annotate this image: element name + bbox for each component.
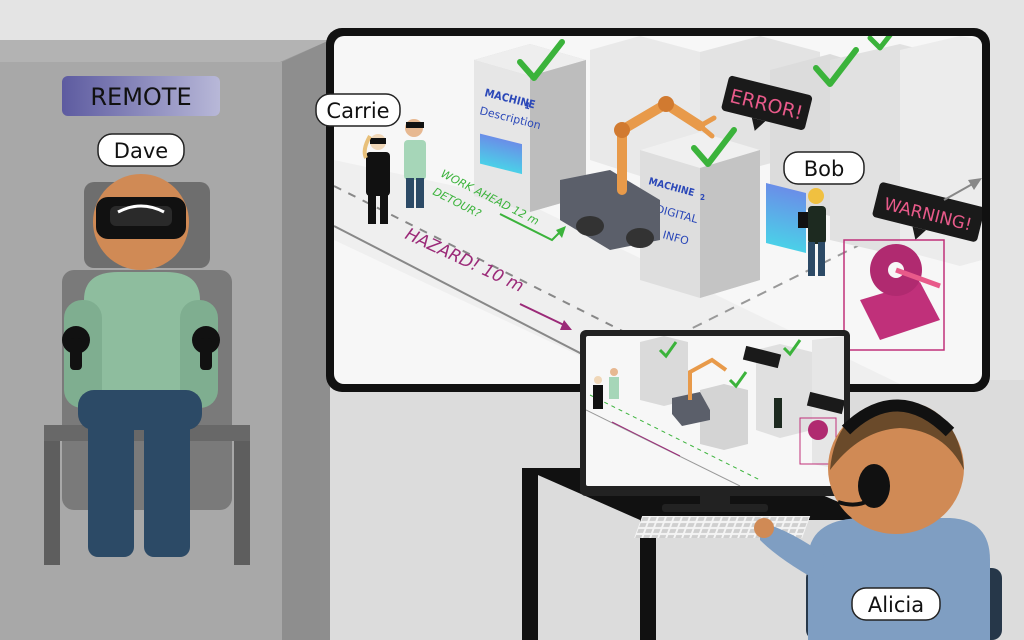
bob-label: Bob — [804, 157, 845, 181]
carrie-bubble: Carrie — [315, 93, 401, 127]
hazard-arrow-icon — [519, 303, 567, 327]
dave-label: Dave — [114, 139, 168, 163]
conveyor-robot — [560, 96, 717, 250]
remote-badge: REMOTE — [62, 76, 220, 116]
floor-lane — [334, 160, 900, 384]
check-icon — [813, 47, 859, 87]
machine-2: MACHINE 2 DIGITAL INFO — [640, 132, 760, 298]
alicia-figure — [754, 399, 1002, 640]
bob-bubble: Bob — [783, 151, 865, 185]
carrie-label: Carrie — [326, 99, 389, 123]
direction-arrow-icon — [943, 181, 977, 201]
saw-hazard-icon — [843, 239, 945, 351]
machine-2-number: 2 — [700, 193, 705, 202]
check-icon — [691, 127, 737, 167]
check-icon — [867, 36, 897, 51]
remote-booth-top — [0, 40, 330, 62]
dave-bubble: Dave — [97, 133, 185, 167]
bob-figure — [766, 182, 826, 276]
alicia-bubble: Alicia — [851, 587, 941, 621]
carrie-figure — [362, 134, 390, 224]
robot-arm-icon — [617, 99, 705, 195]
check-icon — [517, 39, 565, 81]
headset-icon — [858, 464, 890, 508]
remote-booth-edge — [282, 40, 330, 640]
right-controller-icon — [192, 326, 220, 370]
remote-label: REMOTE — [90, 83, 191, 111]
dave-figure — [44, 174, 250, 565]
monitor-factory-view — [586, 336, 844, 486]
machine-1: MACHINE 1 Description — [474, 44, 586, 212]
left-controller-icon — [62, 326, 90, 370]
factory-floor-view: MACHINE 1 Description MACHINE 2 DIGITAL … — [334, 36, 982, 384]
machine-1-number: 1 — [523, 101, 531, 112]
coworker-figure — [404, 119, 426, 208]
alicia-label: Alicia — [868, 593, 924, 617]
